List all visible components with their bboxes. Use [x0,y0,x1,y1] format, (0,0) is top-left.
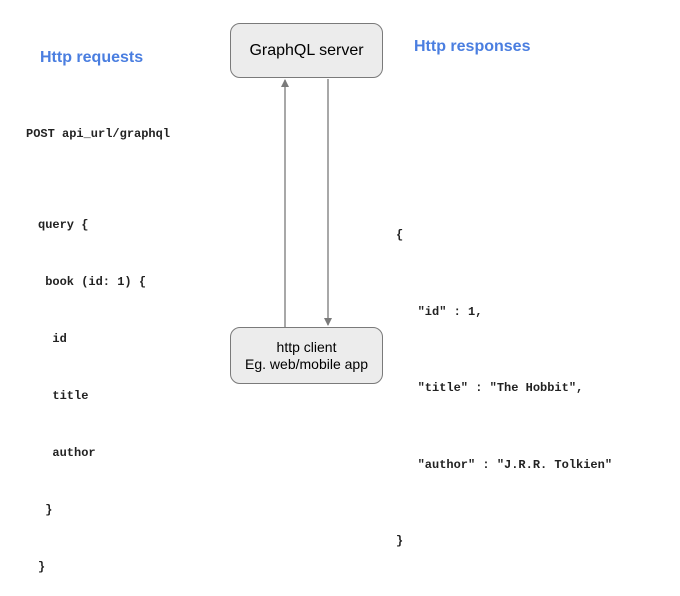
query-line: id [38,332,67,346]
response-line: { [396,228,404,242]
post-request-line: POST api_url/graphql [26,127,171,141]
query-line: } [38,503,53,517]
graphql-server-label: GraphQL server [249,41,364,59]
response-line: "author" : "J.R.R. Tolkien" [396,457,613,472]
arrows-layer [281,79,332,327]
http-client-sublabel: Eg. web/mobile app [245,355,368,372]
query-line: author [38,446,96,460]
query-line: book (id: 1) { [38,275,147,289]
response-line: "title" : "The Hobbit", [396,381,584,395]
http-responses-heading: Http responses [414,38,531,55]
graphql-server-box: GraphQL server [230,23,383,78]
response-line: } [396,534,404,548]
response-line: "id" : 1, [396,304,483,319]
http-client-label: http client [276,338,337,355]
http-client-box: http client Eg. web/mobile app [230,327,383,384]
http-requests-heading: Http requests [40,49,144,66]
query-line: } [38,560,46,574]
query-line: query { [38,218,89,232]
query-line: title [38,389,89,403]
